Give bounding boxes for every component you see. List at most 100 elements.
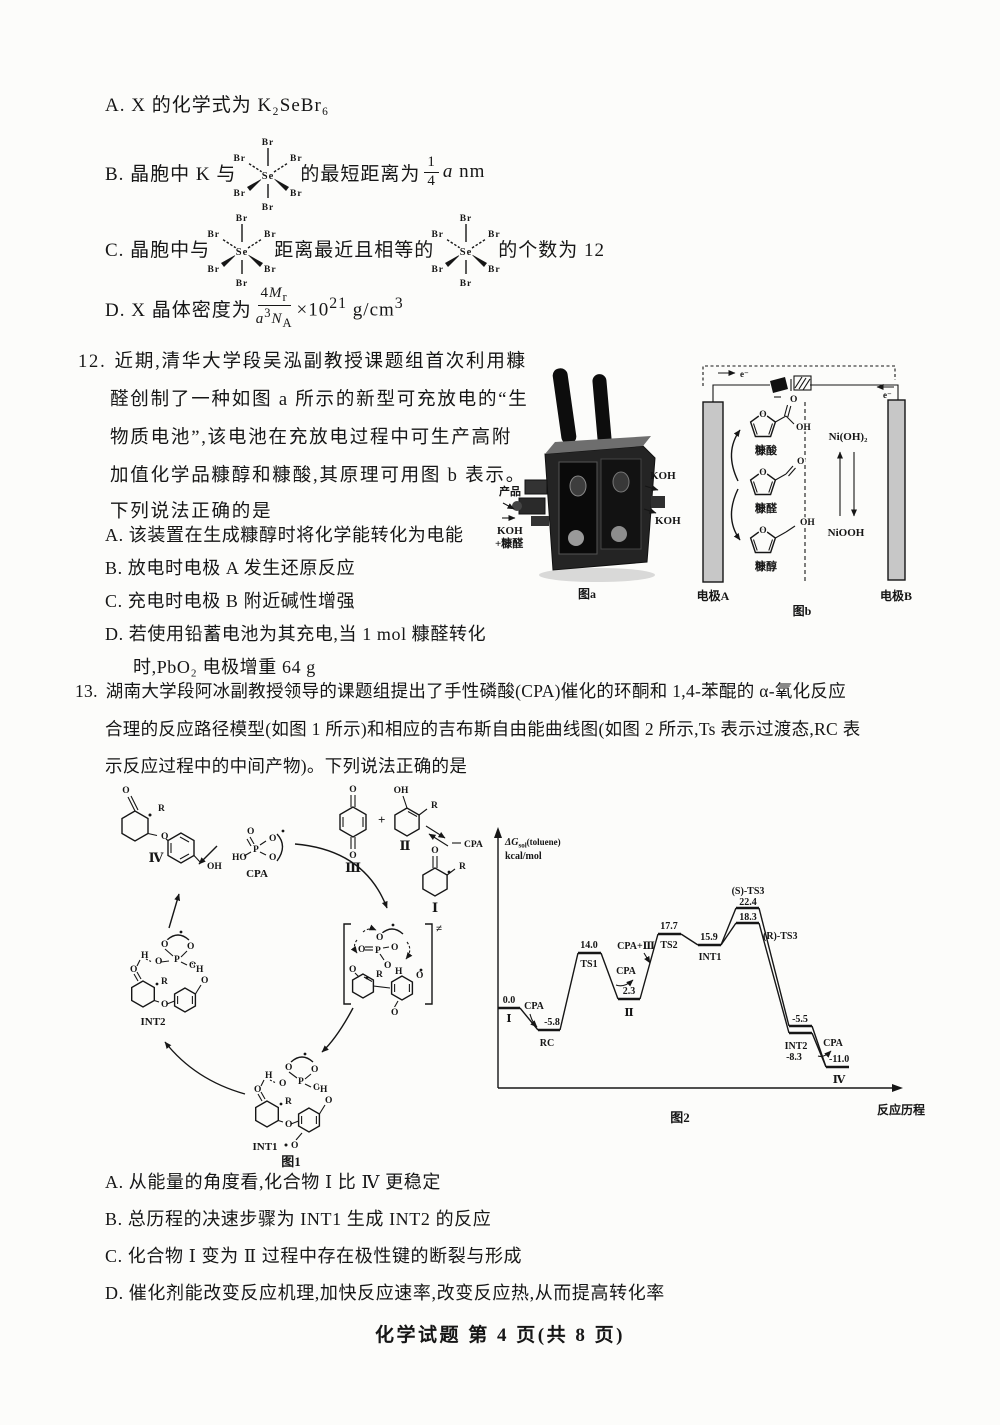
- oxygen-label: O: [247, 827, 254, 837]
- int2-label: INT2: [140, 1016, 166, 1028]
- unit-exponent: 3: [394, 294, 404, 312]
- q11-option-b-mid: 的最短距离为: [300, 163, 421, 185]
- oxygen-label: O: [313, 1083, 320, 1093]
- ho-label: HO: [232, 853, 247, 863]
- electrode-b-label: 电极B: [880, 588, 912, 603]
- br-label: Br: [262, 138, 275, 148]
- compound-ii-label: Ⅱ: [400, 838, 411, 853]
- station-i-label: Ⅰ: [506, 1013, 511, 1025]
- oxygen-label: O: [161, 832, 168, 842]
- br-label: Br: [290, 189, 303, 199]
- oxygen-label: O: [254, 1085, 261, 1095]
- r-group-label: R: [459, 862, 466, 872]
- r-group-label: R: [161, 977, 168, 987]
- cpa-label: CPA: [246, 868, 268, 880]
- exponent: 21: [329, 294, 348, 312]
- q12-text-line: 下列说法正确的是: [110, 502, 273, 522]
- cpa-iii-annotation: CPA+Ⅲ: [617, 941, 655, 952]
- cpa-annotation: CPA: [616, 966, 637, 977]
- oxygen-label: O: [349, 785, 356, 795]
- q11-option-c-mid: 距离最近且相等的: [274, 239, 435, 261]
- br-label: Br: [460, 279, 473, 289]
- q13-text-line: 13.湖南大学段阿冰副教授领导的课题组提出了手性磷酸(CPA)催化的环酮和 1,…: [75, 678, 846, 703]
- energy-value-i: 0.0: [503, 995, 516, 1006]
- br-label: Br: [262, 203, 275, 213]
- oxygen-label: O: [358, 945, 365, 955]
- plus-sign: +: [378, 812, 385, 827]
- oxygen-label: O: [311, 1065, 318, 1075]
- oxygen-label: O: [187, 942, 194, 952]
- energy-value-int2-r: -8.3: [786, 1052, 802, 1063]
- y-axis-label: ΔGsol(toluene): [504, 837, 561, 850]
- br-label: Br: [432, 265, 445, 275]
- y-axis-units: kcal/mol: [505, 851, 542, 862]
- oxygen-label: O: [161, 1000, 168, 1010]
- electrode-handle: [552, 368, 577, 444]
- br-label: Br: [488, 230, 501, 240]
- x-axis-label: 反应历程: [877, 1102, 925, 1117]
- br-label: Br: [264, 230, 277, 240]
- q12-text-line: 物质电池”,该电池在充放电过程中可生产高附: [110, 428, 513, 448]
- nickel-hydroxide-label: Ni(OH)₂: [829, 431, 868, 443]
- niooh-label: NiOOH: [828, 527, 865, 539]
- br-label: Br: [208, 265, 221, 275]
- se-label: Se: [262, 171, 275, 182]
- br-label: Br: [208, 230, 221, 240]
- oxygen-label: O: [269, 853, 276, 863]
- phosphorus-label: P: [375, 946, 381, 956]
- oxygen-label: O: [155, 957, 162, 967]
- koh-feed-label: KOH: [497, 525, 523, 537]
- oxygen-label: O: [391, 1008, 398, 1018]
- br-label: Br: [234, 154, 247, 164]
- oxygen-label: O: [189, 961, 196, 971]
- energy-value-rc: -5.8: [544, 1017, 560, 1028]
- oxygen-label: O: [325, 1096, 332, 1106]
- oxygen-label: O: [391, 943, 398, 953]
- energy-value-ts1: 14.0: [580, 940, 598, 951]
- solvent-note: (toluene): [527, 837, 561, 847]
- oxygen-label: O: [269, 834, 276, 844]
- q12-text-line: 12.近期,清华大学段吴泓副教授课题组首次利用糠: [78, 347, 527, 373]
- q13-option-c: C. 化合物 Ⅰ 变为 Ⅱ 过程中存在极性键的断裂与形成: [105, 1246, 523, 1266]
- station-r-ts3-label: (R)-TS3: [763, 931, 797, 942]
- delta-g: ΔG: [504, 837, 519, 848]
- figure-b-cell-schematic: e⁻ e⁻ O O OH 糠酸 O O 糠醛: [697, 365, 912, 618]
- q11-option-c: C. 晶胞中与 Br Br Br Br Br Br Se 距离最近且相等的 Br…: [105, 208, 605, 291]
- figure-2-energy-profile: ΔGsol(toluene) kcal/mol 0.0 Ⅰ CPA -5.8 R…: [494, 827, 925, 1125]
- delta-g-subscript: sol: [519, 842, 527, 850]
- power-source-symbol: [793, 375, 812, 391]
- hydrogen-label: H: [395, 967, 403, 977]
- q11-option-d-pre: D. X 晶体密度为: [105, 299, 252, 321]
- hydroxyl-label: OH: [207, 862, 222, 872]
- q11-option-c-post: 的个数为 12: [498, 239, 605, 261]
- energy-value-iv: -11.0: [829, 1054, 849, 1065]
- compound-iii-label: Ⅲ: [345, 860, 361, 875]
- q13-option-b: B. 总历程的决速步骤为 INT1 生成 INT2 的反应: [105, 1209, 492, 1229]
- koh-out-mid-label: KOH: [655, 515, 681, 527]
- q12-number: 12.: [78, 352, 107, 372]
- q12-option-d-cont: 时,PbO₂ 电极增重 64 g: [133, 657, 316, 677]
- oxygen-label: O: [759, 526, 766, 536]
- energy-value-int2-s: -5.5: [792, 1014, 808, 1025]
- energy-value-ii: 2.3: [623, 986, 636, 997]
- electron-flow-label: e⁻: [883, 390, 892, 400]
- oxygen-label: O: [431, 846, 438, 856]
- figure-a-biomass-battery-photo: 产品 KOH +糠醛 KOH KOH 图a: [495, 368, 681, 601]
- transition-state-mark: ≠: [436, 923, 442, 935]
- br-label: Br: [460, 214, 473, 224]
- na-symbol: N: [271, 311, 283, 328]
- electron-flow-label: e⁻: [740, 369, 749, 379]
- mr-subscript: r: [282, 290, 288, 304]
- phosphorus-label: P: [253, 845, 259, 855]
- station-ii-label: Ⅱ: [624, 1007, 633, 1019]
- oxygen-label: O: [161, 940, 168, 950]
- q13-number: 13.: [75, 681, 98, 701]
- q13-text-line: 合理的反应路径模型(如图 1 所示)和相应的吉布斯自由能曲线图(如图 2 所示,…: [105, 719, 861, 739]
- page-footer: 化学试题 第 4 页(共 8 页): [375, 1325, 625, 1346]
- fraction-numerator: 4: [260, 285, 270, 301]
- oxygen-label: O: [201, 976, 208, 986]
- r-group-label: R: [376, 970, 383, 980]
- compound-i-label: Ⅰ: [432, 900, 438, 915]
- oxygen-label: O: [349, 965, 356, 975]
